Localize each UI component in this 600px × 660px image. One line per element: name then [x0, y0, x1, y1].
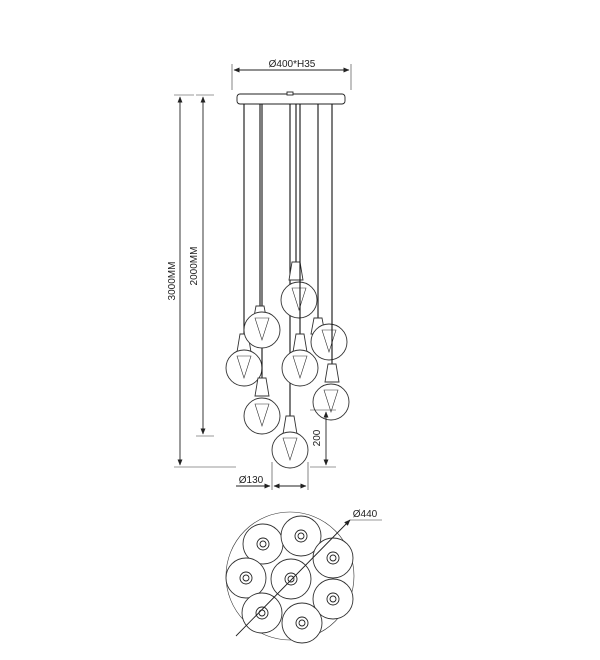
globe-offset-dimension: 200 [310, 409, 336, 468]
globe-offset-label: 200 [312, 429, 323, 446]
globe-diameter-label: Ø130 [239, 475, 264, 486]
pendant-light [225, 104, 263, 387]
total-height-dimension: 3000MM [167, 94, 236, 468]
pendant-light [312, 104, 350, 421]
plan-globe [225, 557, 267, 599]
plan-globe [280, 515, 322, 557]
canopy-hook [286, 91, 294, 96]
pendant-light [271, 104, 309, 469]
plan-globe [312, 537, 354, 579]
globe-diameter-dimension: Ø130 [236, 462, 309, 490]
cable-length-label: 2000MM [189, 247, 200, 286]
pendant-light [281, 104, 319, 387]
pendant-light [280, 104, 318, 319]
pendant-light [310, 104, 348, 361]
canopy-dimension: Ø400*H35 [231, 59, 352, 90]
plan-globe [312, 578, 354, 620]
plan-view: Ø440 [225, 509, 382, 644]
cluster-diameter-label: Ø440 [353, 509, 378, 520]
pendant-lights [225, 104, 350, 469]
total-height-label: 3000MM [167, 262, 178, 301]
cluster-diameter-dimension: Ø440 [235, 509, 382, 637]
cable-length-dimension: 2000MM [189, 94, 214, 437]
side-elevation: Ø400*H35 3000MM 2000MM [167, 59, 352, 490]
plan-globes [225, 515, 354, 644]
pendant-light [243, 104, 281, 349]
plan-globe [281, 602, 323, 644]
plan-globe [241, 592, 283, 634]
canopy-plate [236, 93, 346, 105]
plan-globe [270, 558, 312, 600]
canopy-dimension-label: Ø400*H35 [269, 59, 316, 70]
